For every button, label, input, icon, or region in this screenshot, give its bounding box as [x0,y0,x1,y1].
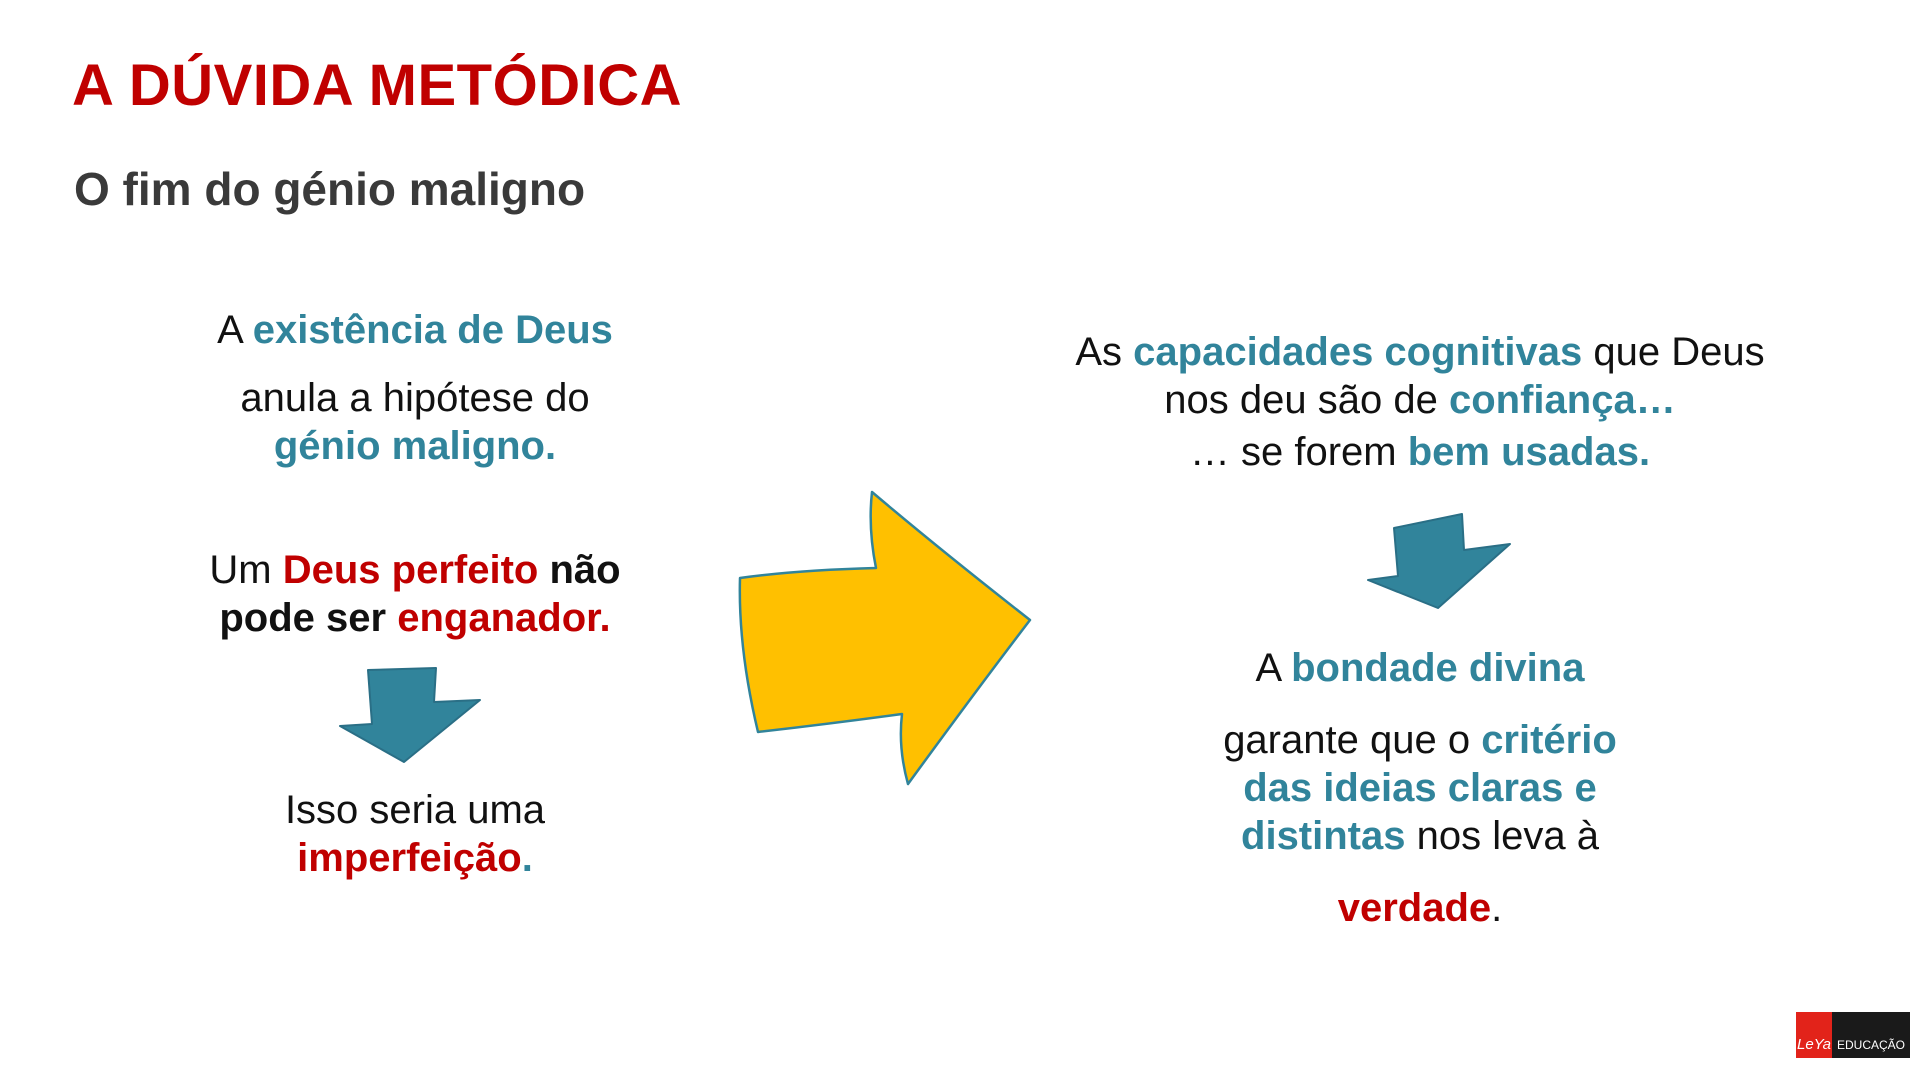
down-arrow-icon [1367,513,1511,609]
text-fragment: que Deus [1582,330,1765,374]
text-fragment: As [1075,330,1134,374]
highlight-criterio: critério [1481,718,1617,762]
highlight-bondade-divina: bondade divina [1291,646,1585,690]
text-fragment: garante que o [1223,718,1482,762]
divine-goodness-text: A bondade divina garante que o critério … [1080,644,1760,932]
text-line: Isso seria uma [284,788,546,832]
highlight-confianca: confiança… [1448,378,1676,422]
slide-subtitle: O fim do génio maligno [74,163,586,215]
highlight-existencia-de-deus: existência de Deus [252,308,613,352]
text-fragment: … se forem [1189,430,1408,474]
highlight-enganador: enganador. [397,596,611,640]
logo-mark: LeYa [1796,1012,1832,1058]
right-arrow-icon [738,490,1032,786]
highlight-ideias-claras: das ideias claras e [1243,766,1597,810]
leya-educacao-logo: LeYa EDUCAÇÃO [1796,1012,1910,1058]
highlight-bem-usadas: bem usadas. [1407,430,1651,474]
highlight-imperfeicao: imperfeição [297,836,522,880]
highlight-verdade: verdade [1337,886,1492,930]
text-fragment: nos leva à [1405,814,1599,858]
logo-text: EDUCAÇÃO [1832,1012,1910,1058]
slide-title: A DÚVIDA METÓDICA [72,53,682,118]
text-fragment: . [521,836,533,880]
text-line: anula a hipótese do [240,376,590,420]
highlight-distintas: distintas [1241,814,1406,858]
text-fragment: nos deu são de [1164,378,1449,422]
text-fragment: A [1255,646,1292,690]
text-fragment: A [217,308,253,352]
imperfection-text: Isso seria uma imperfeição. [160,786,670,882]
highlight-deus-perfeito: Deus perfeito [282,548,539,592]
down-arrow-icon [339,667,481,763]
cognitive-capacities-text: As capacidades cognitivas que Deus nos d… [1040,328,1800,476]
text-fragment: pode ser [219,596,398,640]
highlight-capacidades-cognitivas: capacidades cognitivas [1133,330,1583,374]
perfect-god-text: Um Deus perfeito não pode ser enganador. [160,546,670,642]
text-fragment: . [1491,886,1503,930]
text-fragment: Um [209,548,283,592]
existence-of-god-text: A existência de Deus anula a hipótese do… [160,306,670,470]
text-fragment: não [538,548,621,592]
highlight-genio-maligno: génio maligno. [273,424,557,468]
